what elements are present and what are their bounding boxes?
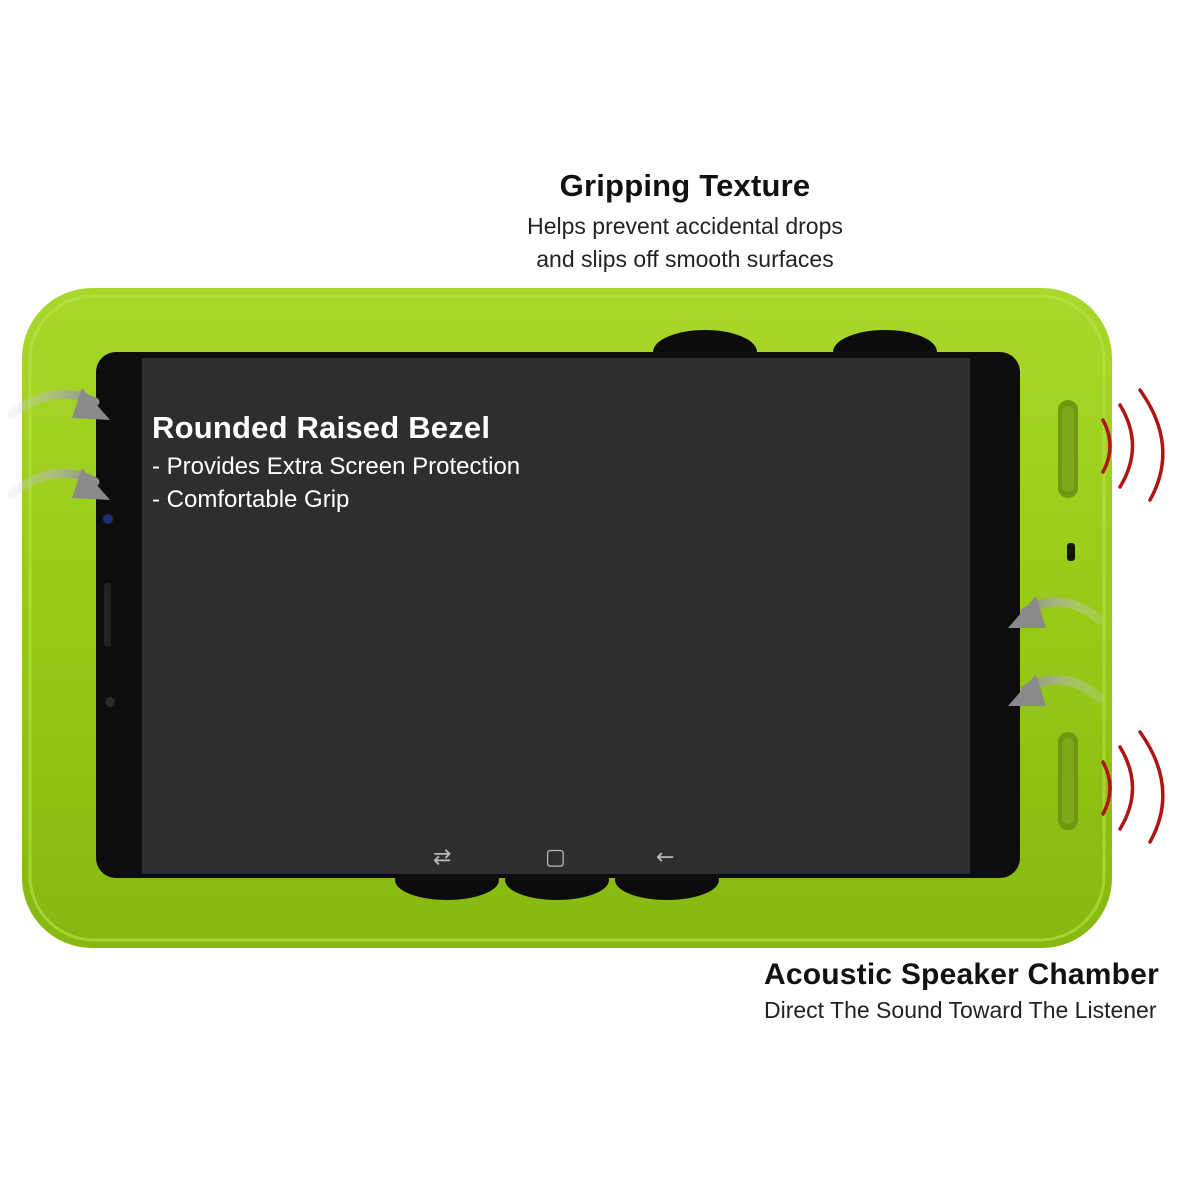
recent-apps-icon[interactable]: ⇄ — [433, 845, 452, 870]
rounded-bezel-line: - Comfortable Grip — [152, 486, 350, 513]
gripping-texture-title: Gripping Texture — [559, 168, 811, 203]
bezel-arrow-icon — [7, 468, 110, 500]
gripping-texture-line: Helps prevent accidental drops — [527, 213, 843, 239]
home-icon[interactable]: ▢ — [545, 845, 566, 870]
button-notch — [1067, 543, 1075, 561]
bezel-arrow-icon — [1008, 674, 1105, 706]
rounded-bezel-line: - Provides Extra Screen Protection — [152, 453, 521, 480]
gripping-texture-callout: Gripping Texture Helps prevent accidenta… — [440, 168, 930, 276]
gripping-texture-line: and slips off smooth surfaces — [536, 246, 834, 272]
rounded-bezel-title: Rounded Raised Bezel — [152, 410, 491, 445]
back-icon[interactable]: ← — [656, 845, 675, 870]
sensor-dot — [105, 697, 115, 707]
tablet-screen — [142, 358, 970, 874]
front-camera — [103, 514, 113, 524]
sound-wave-icon — [1101, 730, 1165, 844]
sound-wave-icon — [1101, 388, 1165, 502]
bezel-arrow-icon — [1008, 596, 1105, 628]
bezel-arrow-icon — [7, 388, 110, 420]
speaker-slot — [104, 583, 111, 647]
acoustic-chamber-line: Direct The Sound Toward The Listener — [764, 997, 1157, 1023]
rounded-bezel-callout: Rounded Raised Bezel - Provides Extra Sc… — [152, 410, 520, 516]
acoustic-chamber-callout: Acoustic Speaker Chamber Direct The Soun… — [764, 958, 1200, 1027]
acoustic-chamber-title: Acoustic Speaker Chamber — [764, 958, 1159, 991]
